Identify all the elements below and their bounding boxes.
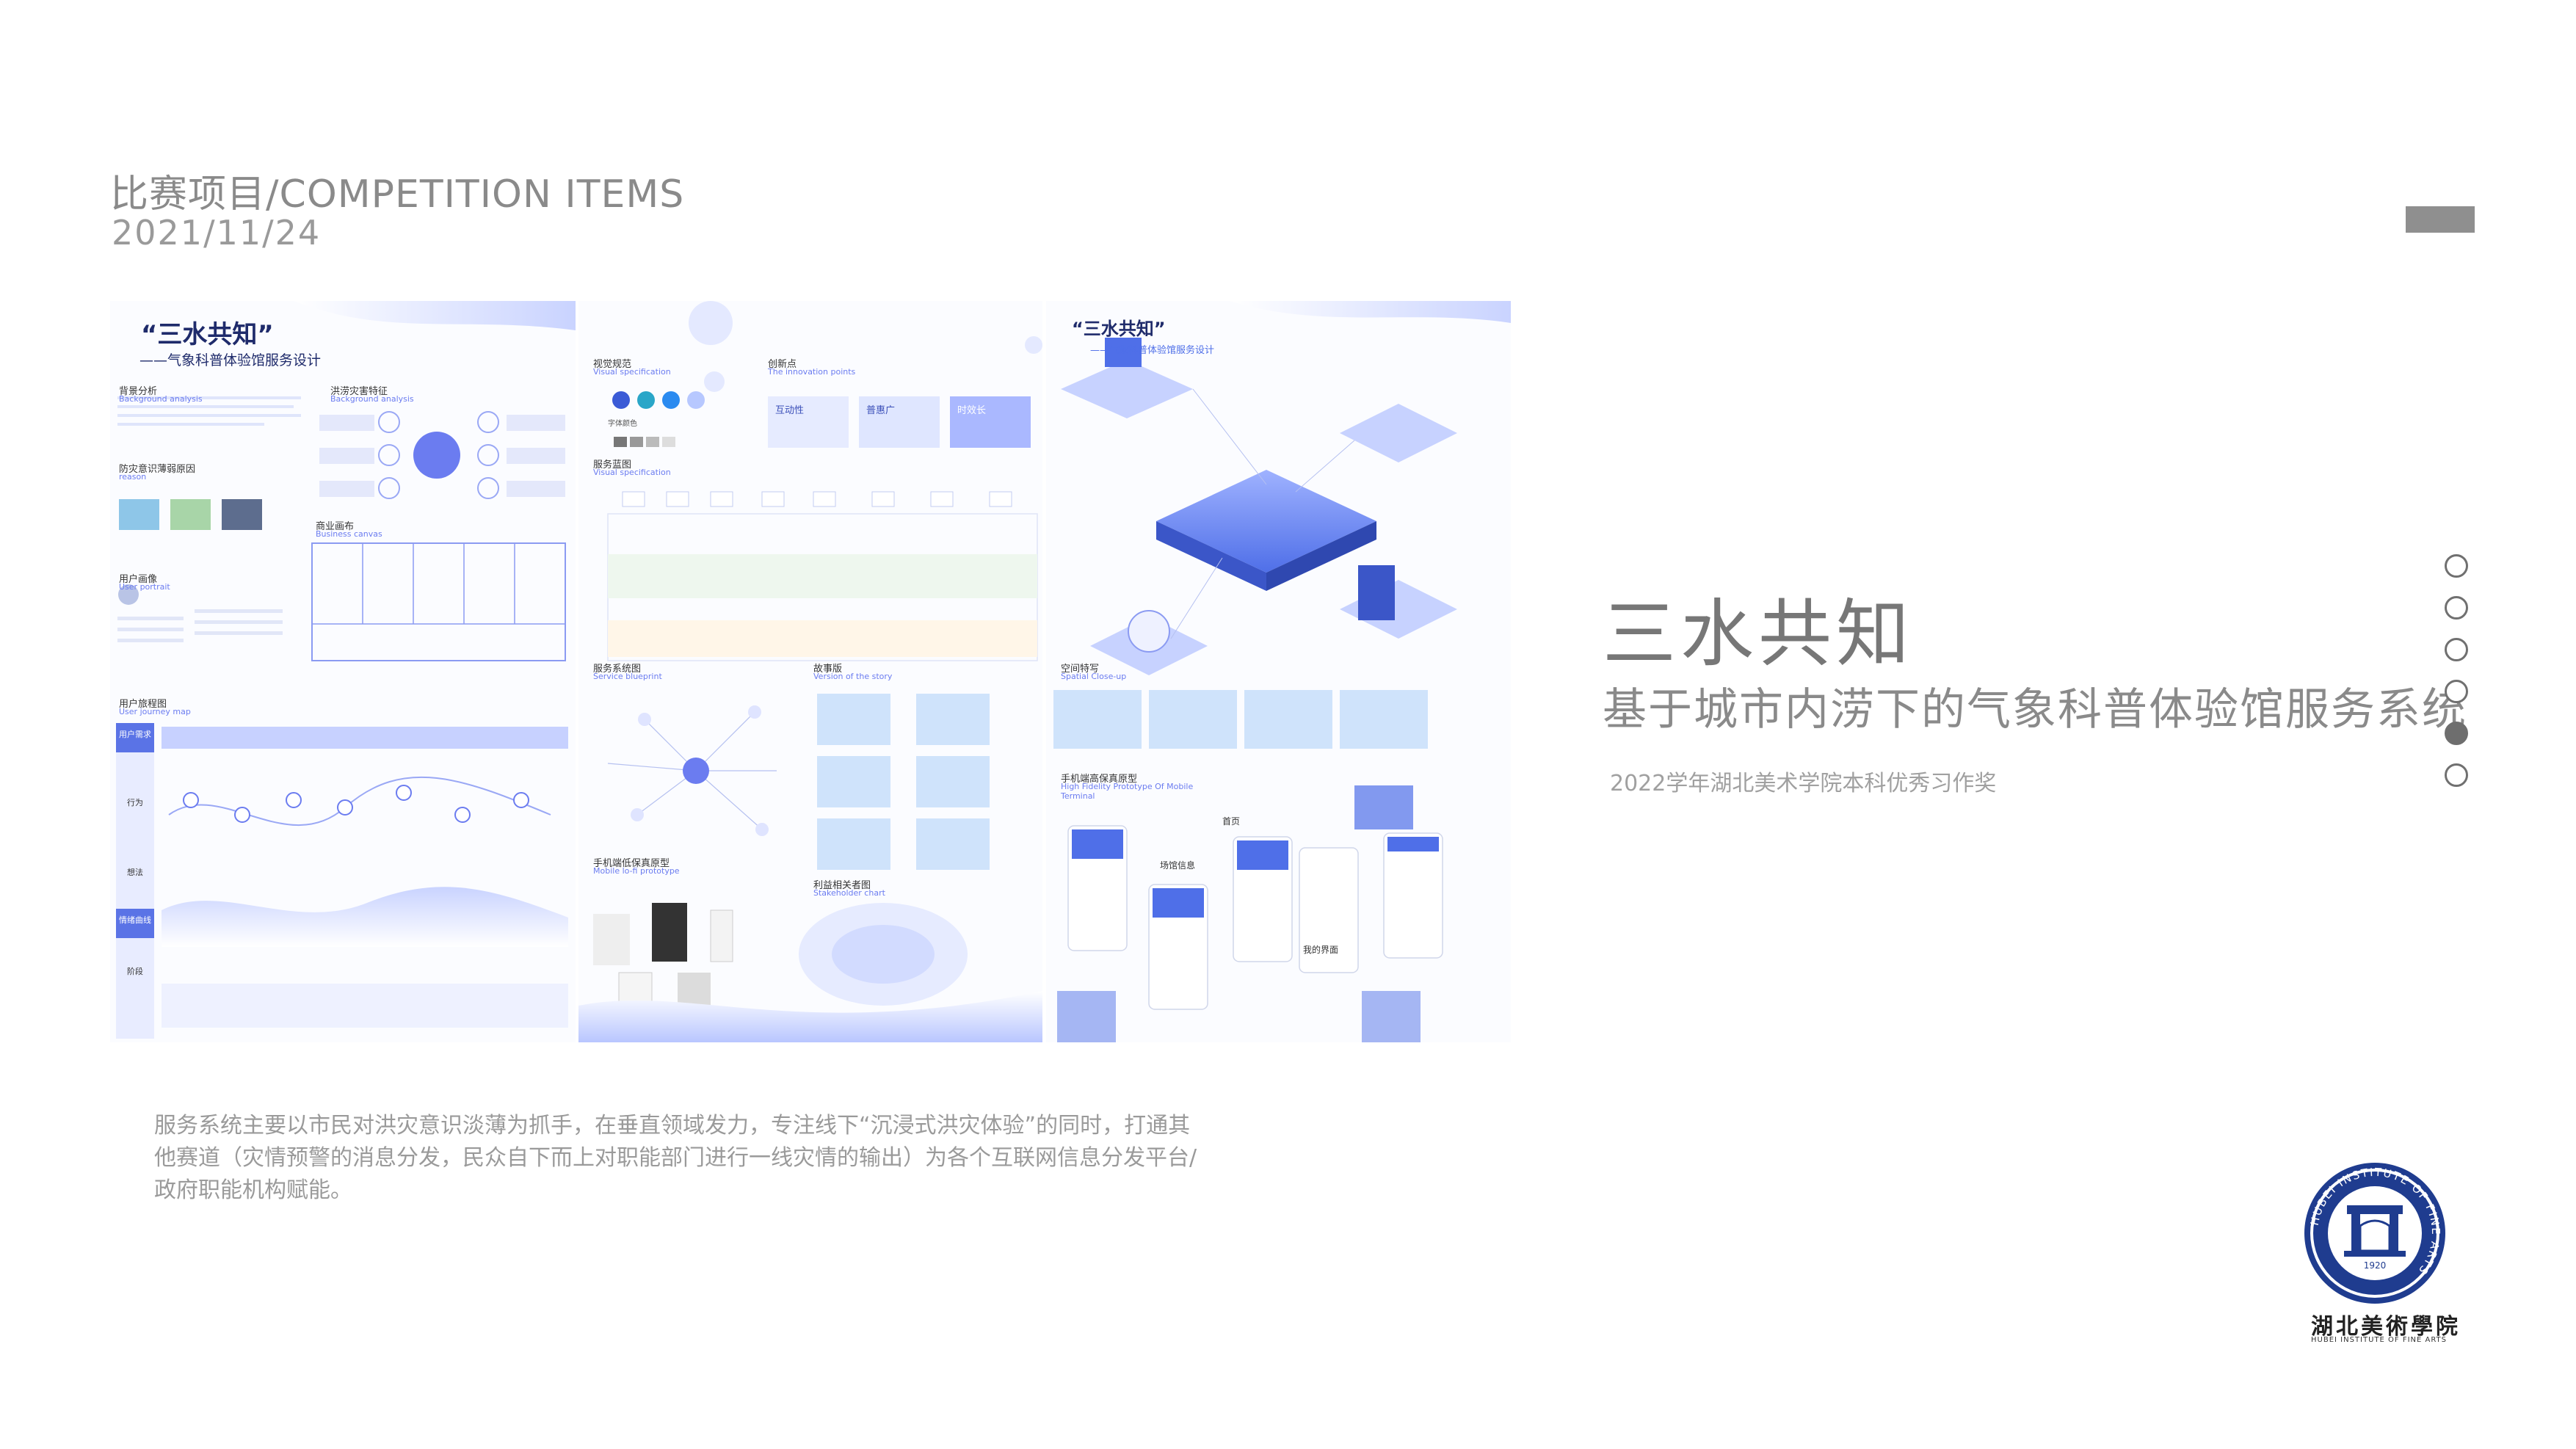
pagination: [2445, 554, 2471, 805]
innovation-point: 互动性: [775, 405, 805, 416]
poster-title: “三水共知”: [141, 320, 274, 349]
screen-label: 首页: [1222, 816, 1241, 827]
seal-year: 1920: [2364, 1260, 2387, 1271]
poster-section-en: Visual specification: [593, 367, 671, 377]
poster-prototype-graphic: [1046, 301, 1511, 1042]
poster-section-label: 创新点: [768, 359, 797, 370]
journey-lane-label: 用户需求: [119, 730, 151, 739]
poster-service-blueprint-graphic: [578, 301, 1042, 1042]
poster-section-en: Business canvas: [316, 529, 382, 539]
poster-section-label: 空间特写: [1061, 664, 1100, 675]
poster-section-label: 视觉规范: [593, 359, 632, 370]
poster-section-en: Background analysis: [330, 394, 414, 404]
poster-section-en: Background analysis: [119, 394, 203, 404]
poster-section-label: 背景分析: [119, 386, 158, 397]
journey-lane-label: 情绪曲线: [119, 915, 151, 925]
poster-section-en: Stakeholder chart: [813, 888, 885, 898]
page-dot[interactable]: [2445, 554, 2468, 578]
journey-lane-label: 阶段: [127, 967, 143, 976]
poster-section-label: 用户画像: [119, 574, 158, 585]
poster-section-en: Spatial Close-up: [1061, 672, 1127, 681]
screen-label: 场馆信息: [1160, 860, 1196, 871]
poster-section-label: 商业画布: [316, 521, 355, 532]
poster-journey-map-graphic: [110, 301, 576, 1042]
poster-section-label: 手机端低保真原型: [593, 858, 670, 869]
page-dot-active[interactable]: [2445, 722, 2468, 745]
school-name-en: HUBEI INSTITUTE OF FINE ARTS: [2311, 1336, 2448, 1344]
innovation-point: 时效长: [957, 405, 987, 416]
journey-lane-label: 行为: [127, 798, 143, 807]
innovation-point: 普惠广: [866, 405, 896, 416]
poster-section-en: Service blueprint: [593, 672, 662, 681]
project-award: 2022学年湖北美术学院本科优秀习作奖: [1610, 771, 1997, 796]
school-logo: HUBEI INSTITUTE OF FINE ARTS 1920: [2301, 1160, 2448, 1310]
poster-subtitle: ——气象科普体验馆服务设计: [1090, 345, 1215, 356]
journey-lane-label: 想法: [127, 868, 143, 877]
page-dot[interactable]: [2445, 680, 2468, 703]
project-description: 服务系统主要以市民对洪灾意识淡薄为抓手，在垂直领域发力，专注线下“沉浸式洪灾体验…: [154, 1113, 1197, 1203]
corner-bar-decoration: [2406, 206, 2475, 233]
project-subtitle: 基于城市内涝下的气象科普体验馆服务系统: [1603, 684, 2467, 736]
poster-section-en: Mobile lo-fi prototype: [593, 866, 680, 876]
school-name-cn: 湖北美術學院: [2311, 1314, 2461, 1340]
section-title: 比赛项目/COMPETITION ITEMS: [110, 172, 685, 217]
poster-section-en: reason: [119, 472, 147, 482]
poster-section-label: 利益相关者图: [813, 880, 871, 891]
poster-journey-map[interactable]: “三水共知” ——气象科普体验馆服务设计 背景分析 Background ana…: [110, 301, 576, 1042]
poster-service-blueprint[interactable]: 视觉规范 Visual specification 创新点 The innova…: [578, 301, 1042, 1042]
school-seal-icon: HUBEI INSTITUTE OF FINE ARTS 1920: [2304, 1163, 2445, 1304]
poster-section-label: 手机端高保真原型: [1061, 774, 1138, 785]
poster-section-label: 服务蓝图: [593, 460, 632, 471]
page-dot[interactable]: [2445, 763, 2468, 787]
page-dot[interactable]: [2445, 596, 2468, 620]
poster-section-en: User portrait: [119, 582, 170, 592]
screen-label: 我的界面: [1303, 945, 1339, 955]
poster-subtitle: ——气象科普体验馆服务设计: [139, 352, 322, 368]
project-title: 三水共知: [1603, 591, 1914, 677]
section-date: 2021/11/24: [112, 213, 322, 253]
font-color-label: 字体颜色: [608, 420, 637, 428]
poster-section-label: 用户旅程图: [119, 699, 167, 710]
poster-section-label: 故事版: [813, 664, 843, 675]
poster-section-label: 服务系统图: [593, 664, 642, 675]
poster-section-en: High Fidelity Prototype Of Mobile Termin…: [1061, 782, 1194, 801]
poster-section-en: The innovation points: [768, 367, 856, 377]
poster-section-label: 洪涝灾害特征: [330, 386, 388, 397]
poster-section-en: Version of the story: [813, 672, 893, 681]
poster-section-en: User journey map: [119, 707, 191, 716]
poster-section-label: 防灾意识薄弱原因: [119, 464, 196, 475]
poster-prototype[interactable]: “三水共知” ——气象科普体验馆服务设计 空间特写 Spatial Close-…: [1046, 301, 1511, 1042]
page-dot[interactable]: [2445, 638, 2468, 661]
poster-section-en: Visual specification: [593, 468, 671, 477]
poster-title: “三水共知”: [1072, 319, 1166, 339]
